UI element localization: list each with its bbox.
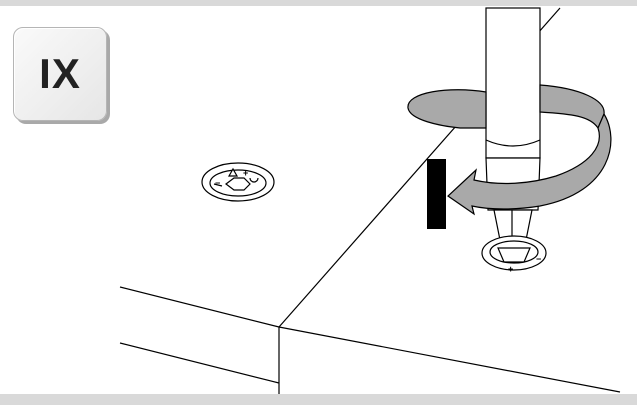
- board-top-edge-right: [278, 326, 621, 393]
- rotation-arrow-front: [447, 112, 612, 216]
- step-number: IX: [39, 50, 81, 97]
- screwdriver-ring: [485, 139, 541, 147]
- board-bottom-edge: [119, 342, 280, 384]
- step-badge: IX: [13, 27, 107, 121]
- cam-lock-slot-right: [497, 247, 531, 263]
- board-top-edge-left: [119, 286, 280, 328]
- tighten-symbol-left: +: [243, 168, 248, 178]
- top-border-bar: [0, 0, 637, 6]
- bottom-border-bar: [0, 394, 637, 405]
- tighten-symbol-right: +: [508, 264, 513, 274]
- screwdriver: [485, 7, 541, 261]
- cam-lock-fitting-left: [201, 162, 275, 202]
- alignment-bar-icon: [427, 159, 446, 229]
- cam-lock-slot: [225, 177, 251, 191]
- rotation-arrow-back-right: [539, 84, 605, 130]
- cam-lock-tick: [213, 183, 223, 187]
- cam-lock-triangle-marker: [227, 167, 239, 177]
- screwdriver-shaft: [485, 7, 541, 159]
- loosen-symbol-left: −: [215, 178, 220, 188]
- cam-lock-notch: [249, 177, 259, 183]
- cam-lock-fitting-right: [481, 235, 547, 271]
- loosen-symbol-right: −: [536, 254, 541, 264]
- rotation-arrow-back: [407, 89, 487, 129]
